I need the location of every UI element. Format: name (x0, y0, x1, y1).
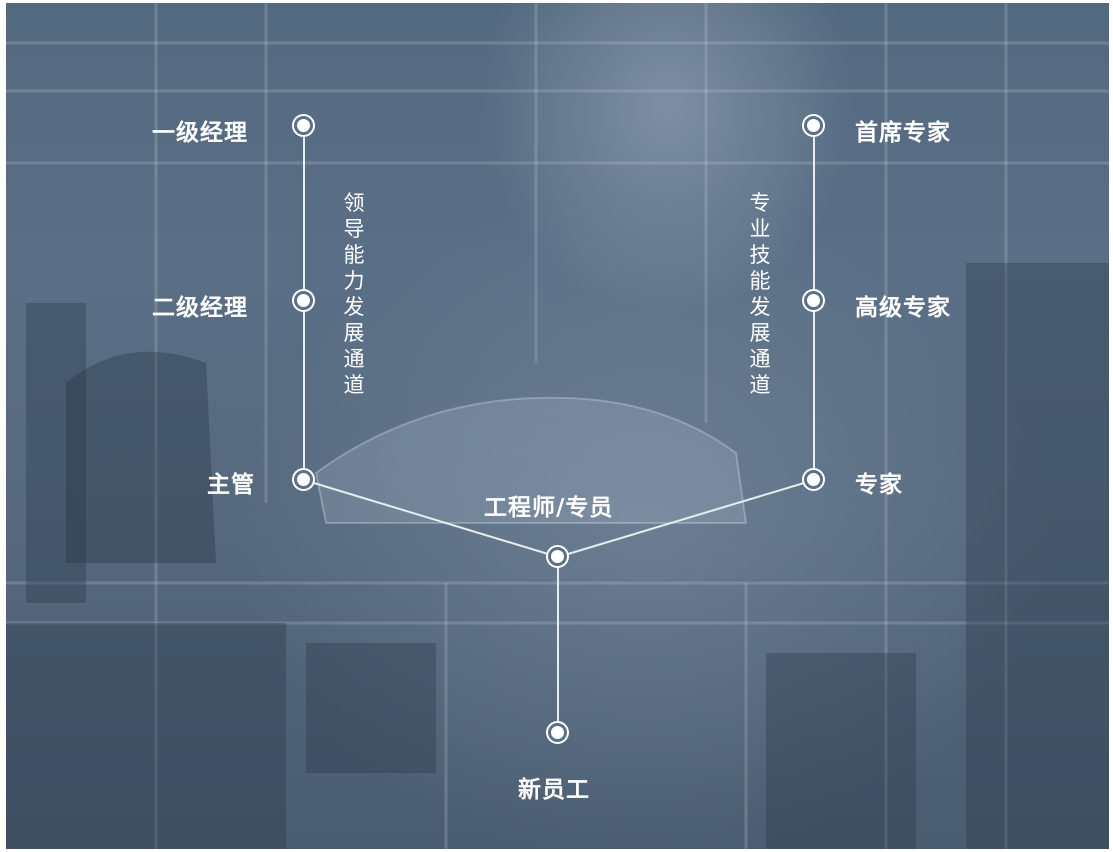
node-left-level-2 (294, 291, 313, 310)
node-right-level-2 (804, 291, 823, 310)
factory-silhouette (6, 3, 1109, 849)
left-level-1-label: 一级经理 (152, 120, 248, 146)
right-level-2-label: 高级专家 (855, 295, 951, 321)
left-level-3-label: 主管 (207, 472, 255, 498)
right-branch-line (557, 479, 815, 558)
right-track-caption: 专业技能发展通道 (749, 191, 771, 397)
entry-label: 新员工 (518, 777, 590, 803)
node-junction (548, 547, 567, 566)
left-level-2-label: 二级经理 (152, 295, 248, 321)
left-track-caption: 领导能力发展通道 (343, 191, 365, 397)
junction-label: 工程师/专员 (484, 495, 614, 521)
node-entry (548, 723, 567, 742)
right-level-1-label: 首席专家 (855, 120, 951, 146)
node-left-level-3 (294, 470, 313, 489)
node-right-level-1 (804, 116, 823, 135)
right-level-3-label: 专家 (855, 472, 903, 498)
left-branch-line (303, 479, 559, 558)
node-right-level-3 (804, 470, 823, 489)
node-left-level-1 (294, 116, 313, 135)
